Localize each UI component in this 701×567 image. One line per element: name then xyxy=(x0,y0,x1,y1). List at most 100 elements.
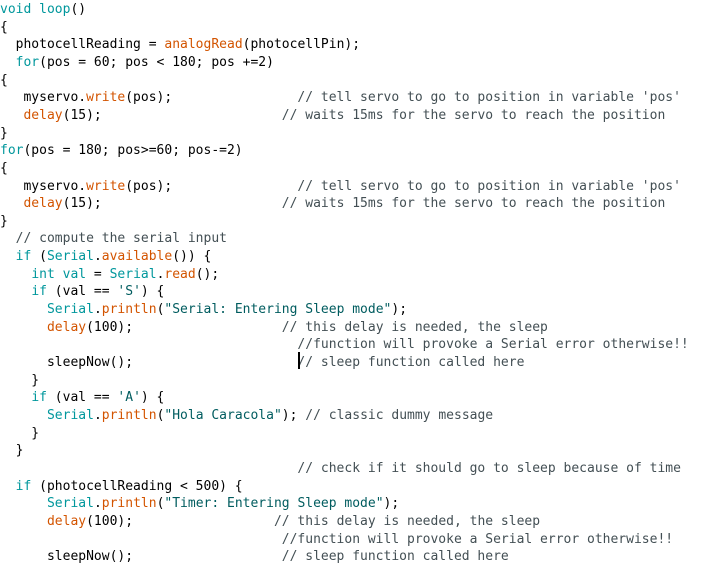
code-text xyxy=(0,337,297,352)
comment-token: // waits 15ms for the servo to reach the… xyxy=(281,196,666,212)
code-text: } xyxy=(0,213,8,229)
code-text xyxy=(0,231,16,246)
code-text: = xyxy=(86,266,110,282)
code-line[interactable]: void loop() xyxy=(0,1,86,19)
function-token: delay xyxy=(46,513,87,529)
code-text: (100); xyxy=(86,319,282,335)
keyword-token: loop xyxy=(39,2,71,17)
code-text: } xyxy=(0,425,40,441)
keyword-token: Serial xyxy=(46,496,94,512)
code-text xyxy=(0,532,282,547)
code-text xyxy=(0,196,23,211)
string-token: 'A' xyxy=(117,390,141,406)
comment-token: // tell servo to go to position in varia… xyxy=(297,178,681,194)
string-token: "Timer: Entering Sleep mode" xyxy=(164,496,384,512)
code-text: ( xyxy=(156,407,165,423)
code-text: { xyxy=(0,160,8,176)
code-text: sleepNow(); xyxy=(0,355,298,370)
code-line[interactable]: Serial.println("Hola Caracola"); // clas… xyxy=(0,407,493,425)
function-token: write xyxy=(86,178,126,194)
code-text: ) { xyxy=(140,390,165,406)
code-line[interactable]: for(pos = 180; pos>=60; pos-=2) xyxy=(0,142,243,160)
code-text: (15); xyxy=(62,196,282,212)
function-token: println xyxy=(101,302,157,318)
code-line[interactable]: Serial.println("Serial: Entering Sleep m… xyxy=(0,301,407,319)
function-token: delay xyxy=(23,196,63,212)
function-token: println xyxy=(101,496,157,512)
code-line[interactable]: for(pos = 60; pos < 180; pos +=2) xyxy=(0,54,274,72)
code-text xyxy=(55,267,63,282)
code-text: ); xyxy=(281,407,306,423)
string-token: "Serial: Entering Sleep mode" xyxy=(164,302,392,318)
code-line[interactable]: if (val == 'A') { xyxy=(0,389,164,407)
code-line[interactable]: { xyxy=(0,19,8,37)
code-line[interactable]: delay(15); // waits 15ms for the servo t… xyxy=(0,107,665,125)
code-text: } xyxy=(0,125,8,141)
code-text: } xyxy=(0,372,40,388)
code-line[interactable]: //function will provoke a Serial error o… xyxy=(0,531,673,549)
code-text: . xyxy=(156,266,165,282)
code-text: myservo. xyxy=(0,90,87,106)
string-token: 'S' xyxy=(117,284,141,300)
code-text xyxy=(0,390,31,405)
code-text: () xyxy=(70,2,87,17)
code-text: (val == xyxy=(46,284,118,300)
code-line[interactable]: } xyxy=(0,213,8,231)
code-line[interactable]: // check if it should go to sleep becaus… xyxy=(0,460,681,478)
code-text xyxy=(31,2,39,17)
keyword-token: for xyxy=(0,143,24,159)
function-token: analogRead xyxy=(164,37,243,53)
keyword-token: int xyxy=(31,266,55,282)
code-line[interactable]: if (Serial.available()) { xyxy=(0,248,212,266)
function-token: read xyxy=(164,266,196,282)
code-line[interactable]: //function will provoke a Serial error o… xyxy=(0,336,688,354)
comment-token: // classic dummy message xyxy=(305,407,494,423)
code-line[interactable]: } xyxy=(0,425,39,443)
code-line[interactable]: } xyxy=(0,125,8,143)
code-line[interactable]: delay(100); // this delay is needed, the… xyxy=(0,513,540,531)
code-text: (pos); xyxy=(125,90,298,106)
code-line[interactable]: myservo.write(pos); // tell servo to go … xyxy=(0,89,681,107)
code-text: sleepNow(); xyxy=(0,549,282,565)
code-line[interactable]: photocellReading = analogRead(photocellP… xyxy=(0,36,360,54)
code-line[interactable]: sleepNow(); // sleep function called her… xyxy=(0,548,509,566)
code-text: (photocellReading < 500) { xyxy=(31,478,243,494)
code-text xyxy=(0,55,16,70)
string-token: "Hola Caracola" xyxy=(164,407,282,423)
code-text: (pos = 180; pos>=60; pos-=2) xyxy=(23,143,243,159)
code-text: ( xyxy=(156,302,165,318)
code-line[interactable]: sleepNow(); // sleep function called her… xyxy=(0,354,524,372)
code-line[interactable]: if (photocellReading < 500) { xyxy=(0,478,243,496)
comment-token: // this delay is needed, the sleep xyxy=(273,513,541,529)
code-text: { xyxy=(0,72,8,88)
code-text xyxy=(0,320,47,335)
code-line[interactable]: delay(15); // waits 15ms for the servo t… xyxy=(0,195,665,213)
comment-token: // tell servo to go to position in varia… xyxy=(297,90,681,106)
code-text xyxy=(0,249,16,264)
code-line[interactable]: } xyxy=(0,372,39,390)
code-text: ( xyxy=(156,496,165,512)
code-text: ( xyxy=(31,249,47,265)
code-text: . xyxy=(93,407,102,423)
code-text: { xyxy=(0,19,8,35)
code-line[interactable]: } xyxy=(0,442,24,460)
code-line[interactable]: { xyxy=(0,72,8,90)
code-line[interactable]: // compute the serial input xyxy=(0,230,227,248)
code-line[interactable]: int val = Serial.read(); xyxy=(0,266,219,284)
keyword-token: Serial xyxy=(46,407,94,423)
code-text: (100); xyxy=(86,513,274,529)
comment-token: // sleep function called here xyxy=(281,549,509,565)
code-text xyxy=(0,284,31,299)
code-text: (); xyxy=(195,266,220,282)
text-cursor xyxy=(298,352,300,369)
code-line[interactable]: if (val == 'S') { xyxy=(0,283,164,301)
code-text: . xyxy=(93,496,102,512)
code-line[interactable]: { xyxy=(0,160,8,178)
keyword-token: Serial xyxy=(46,249,94,265)
code-line[interactable]: Serial.println("Timer: Entering Sleep mo… xyxy=(0,495,399,513)
code-line[interactable]: myservo.write(pos); // tell servo to go … xyxy=(0,178,681,196)
keyword-token: val xyxy=(62,266,87,282)
code-line[interactable]: delay(100); // this delay is needed, the… xyxy=(0,319,548,337)
code-text: (pos); xyxy=(125,178,298,194)
